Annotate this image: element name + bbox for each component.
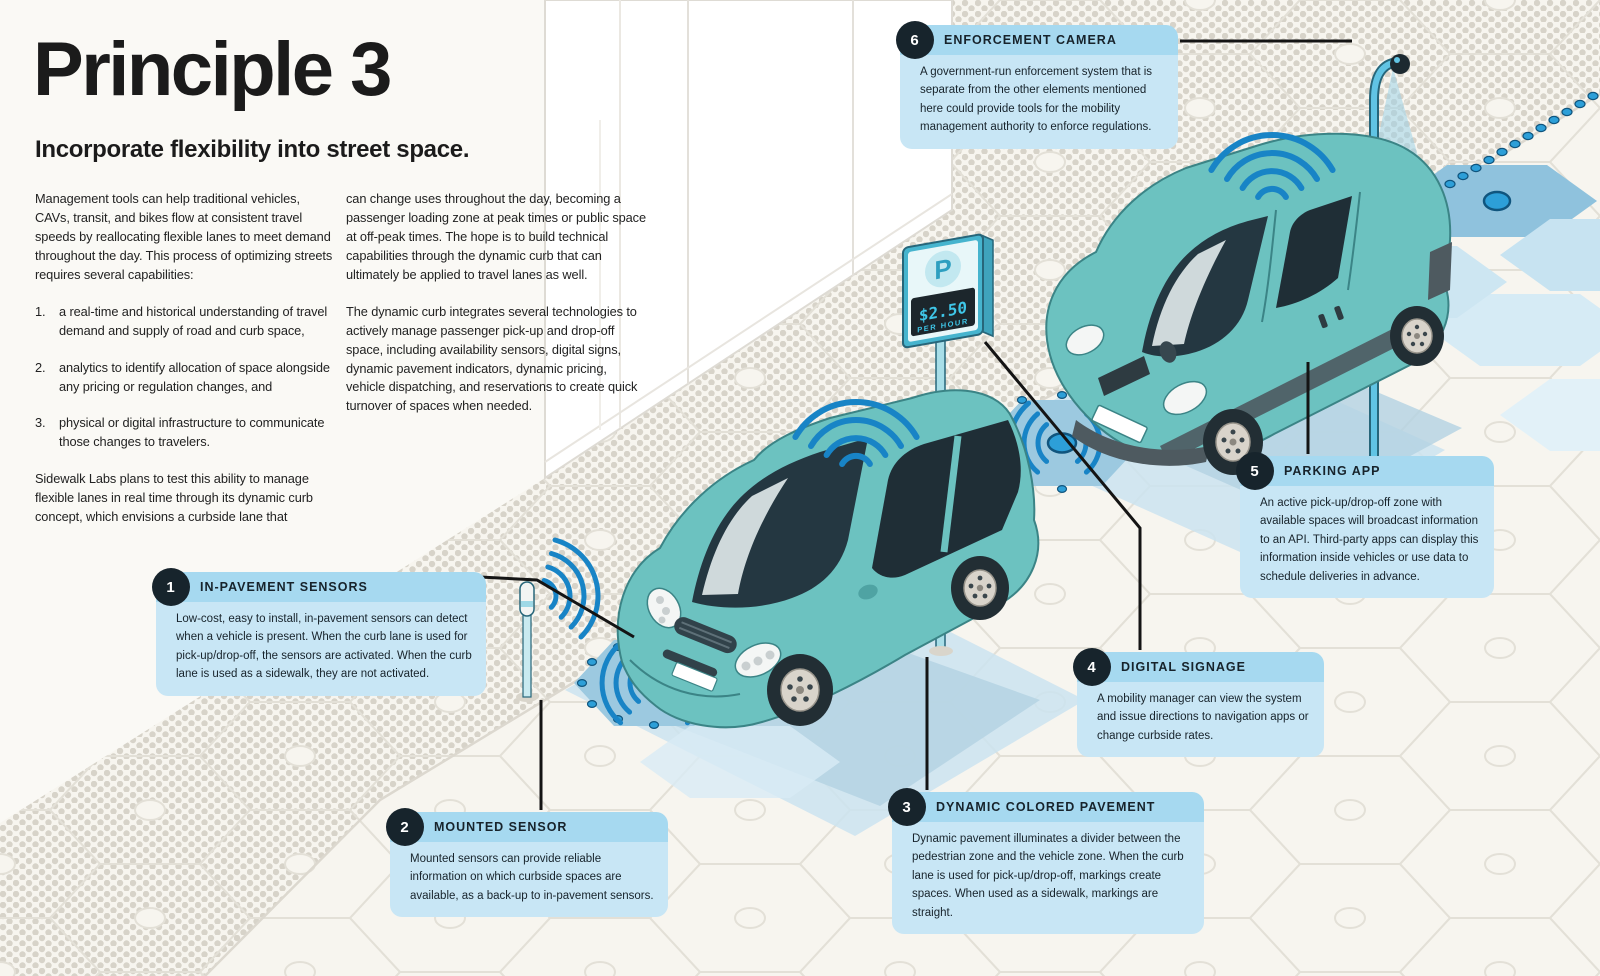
callout-header: 1 IN-PAVEMENT SENSORS <box>152 568 486 606</box>
callout-title: IN-PAVEMENT SENSORS <box>200 580 368 594</box>
list-item: 3. physical or digital infrastructure to… <box>35 414 335 452</box>
callout-number-badge: 3 <box>888 788 926 826</box>
parking-p-glyph: P <box>934 253 951 286</box>
callout-body: A mobility manager can view the system a… <box>1077 682 1324 758</box>
callout-header: 2 MOUNTED SENSOR <box>386 808 668 846</box>
callout-body: An active pick-up/drop-off zone with ava… <box>1240 486 1494 598</box>
callout-title: PARKING APP <box>1284 464 1381 478</box>
wifi-signal-icon <box>1208 132 1336 200</box>
list-text: a real-time and historical understanding… <box>59 303 328 338</box>
page-title: Principle 3 <box>33 27 392 112</box>
callout-header: 4 DIGITAL SIGNAGE <box>1073 648 1324 686</box>
callout-title: MOUNTED SENSOR <box>434 820 568 834</box>
callout-number-badge: 1 <box>152 568 190 606</box>
car <box>616 389 1040 729</box>
intro-paragraph: can change uses throughout the day, beco… <box>346 191 646 282</box>
callout-title: DIGITAL SIGNAGE <box>1121 660 1246 674</box>
callout-dynamic-colored-pavement: 3 DYNAMIC COLORED PAVEMENT Dynamic pavem… <box>888 788 1204 934</box>
callout-parking-app: 5 PARKING APP An active pick-up/drop-off… <box>1236 452 1494 598</box>
intro-column-1: Management tools can help traditional ve… <box>35 190 335 545</box>
callout-body: Mounted sensors can provide reliable inf… <box>390 842 668 918</box>
list-number: 2. <box>35 359 46 375</box>
callout-body: Dynamic pavement illuminates a divider b… <box>892 822 1204 934</box>
building-wall <box>544 0 953 480</box>
digital-parking-sign: P $2.50 PER HOUR <box>902 233 994 656</box>
callout-digital-signage: 4 DIGITAL SIGNAGE A mobility manager can… <box>1073 648 1324 758</box>
delivery-van <box>1045 132 1452 475</box>
car-rear-wheel <box>951 556 1009 620</box>
in-pavement-sensor-icon <box>1482 190 1512 212</box>
callout-enforcement-camera: 6 ENFORCEMENT CAMERA A government-run en… <box>896 21 1178 149</box>
intro-paragraph: Sidewalk Labs plans to test this ability… <box>35 471 313 525</box>
mounted-sensor-icon <box>516 537 601 702</box>
callout-body: A government-run enforcement system that… <box>900 55 1178 149</box>
list-number: 3. <box>35 415 46 431</box>
list-item: 1. a real-time and historical understand… <box>35 303 335 341</box>
callout-number-badge: 4 <box>1073 648 1111 686</box>
callout-mounted-sensor: 2 MOUNTED SENSOR Mounted sensors can pro… <box>386 808 668 918</box>
callout-header: 6 ENFORCEMENT CAMERA <box>896 21 1178 59</box>
page-subtitle: Incorporate flexibility into street spac… <box>35 136 470 163</box>
intro-paragraph: The dynamic curb integrates several tech… <box>346 303 638 414</box>
callout-body: Low-cost, easy to install, in-pavement s… <box>156 602 486 696</box>
wifi-signal-icon <box>792 399 920 467</box>
callout-number-badge: 2 <box>386 808 424 846</box>
list-item: 2. analytics to identify allocation of s… <box>35 359 335 397</box>
car-front-wheel <box>767 654 833 726</box>
intro-paragraph: Management tools can help traditional ve… <box>35 191 333 282</box>
callout-number-badge: 5 <box>1236 452 1274 490</box>
callout-header: 3 DYNAMIC COLORED PAVEMENT <box>888 788 1204 826</box>
callout-number-badge: 6 <box>896 21 934 59</box>
callout-title: ENFORCEMENT CAMERA <box>944 33 1117 47</box>
callout-in-pavement-sensors: 1 IN-PAVEMENT SENSORS Low-cost, easy to … <box>152 568 486 696</box>
callout-leader-lines <box>479 39 1352 810</box>
callout-title: DYNAMIC COLORED PAVEMENT <box>936 800 1156 814</box>
list-text: analytics to identify allocation of spac… <box>59 359 330 394</box>
intro-column-2: can change uses throughout the day, beco… <box>346 190 646 434</box>
list-text: physical or digital infrastructure to co… <box>59 415 325 450</box>
callout-header: 5 PARKING APP <box>1236 452 1494 490</box>
list-number: 1. <box>35 303 46 319</box>
van-rear-wheel <box>1390 306 1444 366</box>
